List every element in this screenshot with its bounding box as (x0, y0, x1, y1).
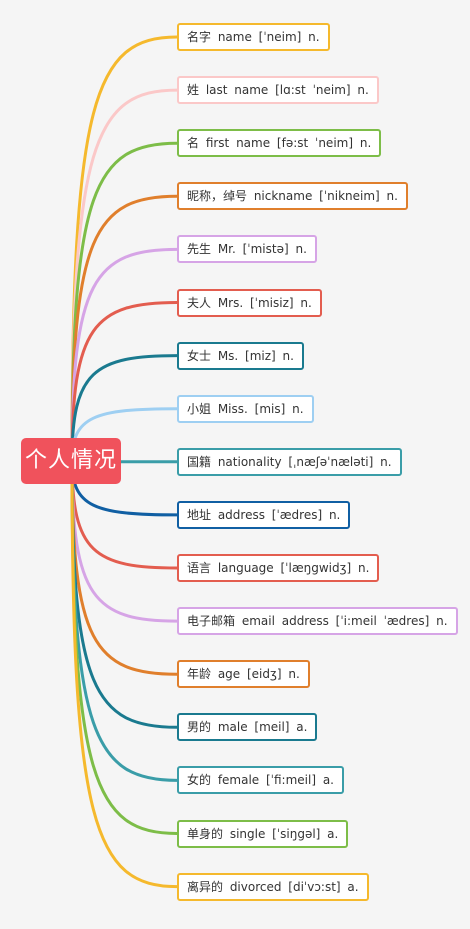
branch-topic[interactable]: 语言 language [ˈlæŋgwidʒ] n. (177, 554, 380, 582)
branch-topic[interactable]: 先生 Mr. [ˈmistə] n. (177, 235, 317, 263)
branch-connector (70, 354, 179, 463)
branch-topic[interactable]: 离异的 divorced [diˈvɔ:st] a. (177, 873, 369, 901)
branch-topic[interactable]: 姓 last name [lɑ:st ˈneim] n. (177, 76, 379, 104)
branch-topic[interactable]: 女士 Ms. [miz] n. (177, 342, 304, 370)
branch-topic[interactable]: 昵称，绰号 nickname [ˈnikneim] n. (177, 182, 408, 210)
branch-topic[interactable]: 电子邮箱 email address [ˈi:meil ˈædres] n. (177, 607, 458, 635)
branch-topic[interactable]: 地址 address [ˈædres] n. (177, 501, 351, 529)
branch-topic[interactable]: 女的 female [ˈfi:meil] a. (177, 766, 344, 794)
branch-topic[interactable]: 夫人 Mrs. [ˈmisiz] n. (177, 289, 322, 317)
branch-topic[interactable]: 国籍 nationality [ˌnæʃəˈnæləti] n. (177, 448, 402, 476)
branch-connector (70, 459, 179, 889)
root-topic[interactable]: 个人情况 (21, 438, 121, 484)
branch-topic[interactable]: 小姐 Miss. [mis] n. (177, 395, 314, 423)
branch-connector (70, 301, 179, 463)
branch-topic[interactable]: 男的 male [meil] a. (177, 713, 318, 741)
branch-topic[interactable]: 名字 name [ˈneim] n. (177, 23, 330, 51)
branch-topic[interactable]: 单身的 single [ˈsiŋgəl] a. (177, 820, 349, 848)
branch-topic[interactable]: 名 first name [fə:st ˈneim] n. (177, 129, 382, 157)
branch-topic[interactable]: 年龄 age [eidʒ] n. (177, 660, 310, 688)
